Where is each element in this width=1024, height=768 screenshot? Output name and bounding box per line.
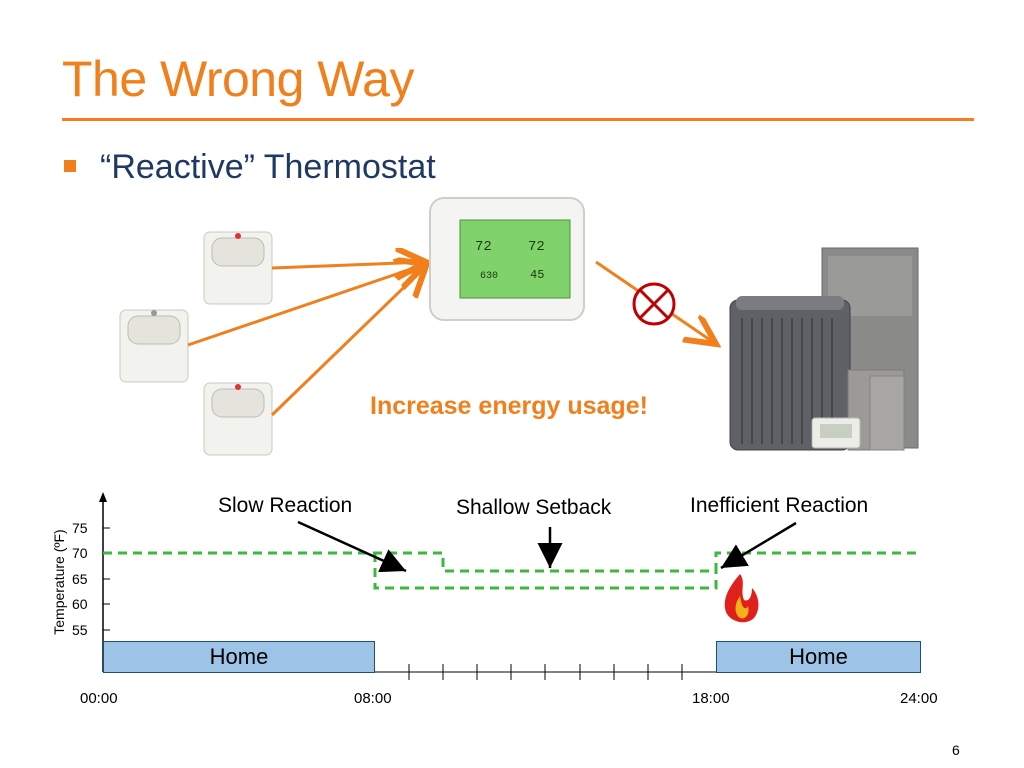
motion-sensor-icon — [203, 382, 273, 456]
motion-sensor-icon — [119, 309, 189, 383]
bullet-marker — [64, 160, 76, 172]
annotation-slow-reaction: Slow Reaction — [218, 494, 353, 517]
svg-text:72: 72 — [475, 239, 492, 255]
slow-reaction-arrow — [297, 520, 407, 573]
home-block-morning: Home — [103, 641, 375, 673]
home-block-evening: Home — [716, 641, 921, 673]
x-tick-label: 24:00 — [900, 690, 938, 707]
y-tick-label: 65 — [72, 571, 88, 587]
no-signal-icon — [632, 282, 676, 326]
x-ticks — [408, 664, 683, 680]
bullet-text: “Reactive” Thermostat — [100, 148, 436, 186]
y-tick-label: 55 — [72, 622, 88, 638]
actual-temperature-line — [103, 551, 921, 573]
svg-text:72: 72 — [528, 239, 545, 255]
y-tick-label: 75 — [72, 520, 88, 536]
energy-warning: Increase energy usage! — [370, 392, 648, 420]
y-axis-label: Temperature (ºF) — [51, 529, 67, 635]
hvac-unit-icon — [729, 247, 919, 451]
annotation-inefficient-reaction: Inefficient Reaction — [690, 494, 869, 517]
x-tick-label: 00:00 — [80, 690, 118, 707]
annotation-shallow-setback: Shallow Setback — [456, 496, 612, 519]
x-tick-label: 18:00 — [692, 690, 730, 707]
setpoint-line — [373, 553, 718, 590]
y-tick-label: 70 — [72, 545, 88, 561]
slide-title: The Wrong Way — [62, 51, 414, 107]
svg-text:630: 630 — [480, 271, 498, 282]
svg-text:45: 45 — [530, 268, 544, 282]
y-axis-arrowhead — [99, 492, 107, 502]
thermostat-icon: 72 72 630 45 — [429, 197, 585, 321]
x-tick-label: 08:00 — [354, 690, 392, 707]
inefficient-reaction-arrow — [720, 521, 797, 570]
reactive-diagram: 72 72 630 45 — [119, 197, 919, 456]
flame-icon — [724, 574, 759, 623]
page-number: 6 — [952, 742, 960, 758]
title-divider — [62, 118, 974, 121]
y-tick-label: 60 — [72, 596, 88, 612]
